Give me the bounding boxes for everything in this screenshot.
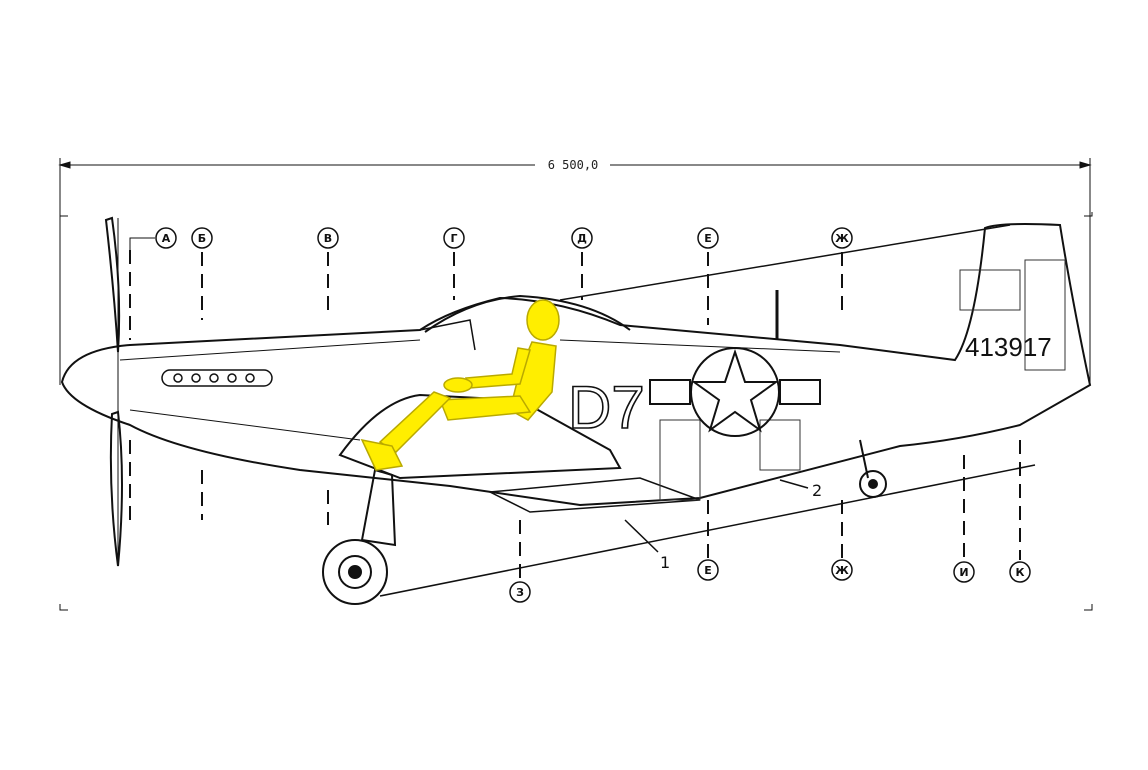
svg-text:Ж: Ж bbox=[835, 232, 849, 245]
section-marker-d: Д bbox=[571, 227, 593, 249]
svg-text:Ж: Ж bbox=[835, 564, 849, 577]
pilot-head bbox=[526, 299, 560, 341]
section-marker-i: И bbox=[953, 561, 975, 583]
svg-text:Е: Е bbox=[704, 564, 712, 577]
section-marker-zh: Ж bbox=[831, 227, 853, 249]
section-markers-top: А Б В Г Д Е Ж bbox=[129, 227, 853, 250]
propeller bbox=[104, 216, 123, 567]
svg-text:1: 1 bbox=[660, 553, 670, 572]
section-marker-a: А bbox=[129, 227, 177, 250]
section-lines bbox=[129, 250, 1021, 578]
frame-corners bbox=[59, 212, 1093, 611]
tail-number: 413917 bbox=[965, 332, 1052, 362]
pilot-arm bbox=[464, 347, 531, 389]
main-landing-gear bbox=[322, 468, 397, 605]
overall-length-label: 6 500,0 bbox=[548, 158, 599, 172]
tail-wheel bbox=[859, 439, 887, 498]
svg-text:Г: Г bbox=[450, 232, 457, 245]
svg-text:К: К bbox=[1016, 566, 1025, 579]
fuselage bbox=[60, 223, 1092, 507]
svg-text:Е: Е bbox=[704, 232, 712, 245]
section-marker-e-bottom: Е bbox=[697, 559, 719, 581]
svg-text:А: А bbox=[162, 232, 171, 245]
section-marker-g: Г bbox=[443, 227, 465, 249]
svg-text:З: З bbox=[516, 586, 524, 599]
pilot-hand bbox=[443, 377, 473, 393]
section-marker-b: Б bbox=[191, 227, 213, 249]
section-marker-zh-bottom: Ж bbox=[831, 559, 853, 581]
svg-text:Д: Д bbox=[577, 232, 587, 245]
callout-1: 1 bbox=[624, 519, 670, 572]
svg-text:В: В bbox=[324, 232, 332, 245]
section-marker-k: К bbox=[1009, 561, 1031, 583]
pilot-thigh bbox=[438, 395, 532, 421]
svg-text:Б: Б bbox=[198, 232, 206, 245]
pilot-foot bbox=[360, 438, 404, 471]
star-insignia bbox=[649, 347, 821, 437]
svg-text:2: 2 bbox=[812, 481, 822, 500]
exhaust-stacks bbox=[161, 369, 273, 387]
svg-text:И: И bbox=[959, 566, 968, 579]
section-marker-e: Е bbox=[697, 227, 719, 249]
overall-dimension bbox=[58, 158, 1092, 385]
section-marker-z: З bbox=[509, 581, 531, 603]
callout-2: 2 bbox=[779, 479, 822, 500]
fuselage-code: D7 bbox=[568, 374, 645, 441]
pilot-mannequin bbox=[360, 299, 560, 471]
section-marker-v: В bbox=[317, 227, 339, 249]
antenna-wire bbox=[559, 224, 1011, 301]
canopy bbox=[424, 294, 631, 333]
pilot-shin bbox=[378, 391, 452, 453]
hatched-panels bbox=[659, 259, 1066, 501]
section-markers-bottom: З Е Ж И К bbox=[509, 559, 1031, 603]
